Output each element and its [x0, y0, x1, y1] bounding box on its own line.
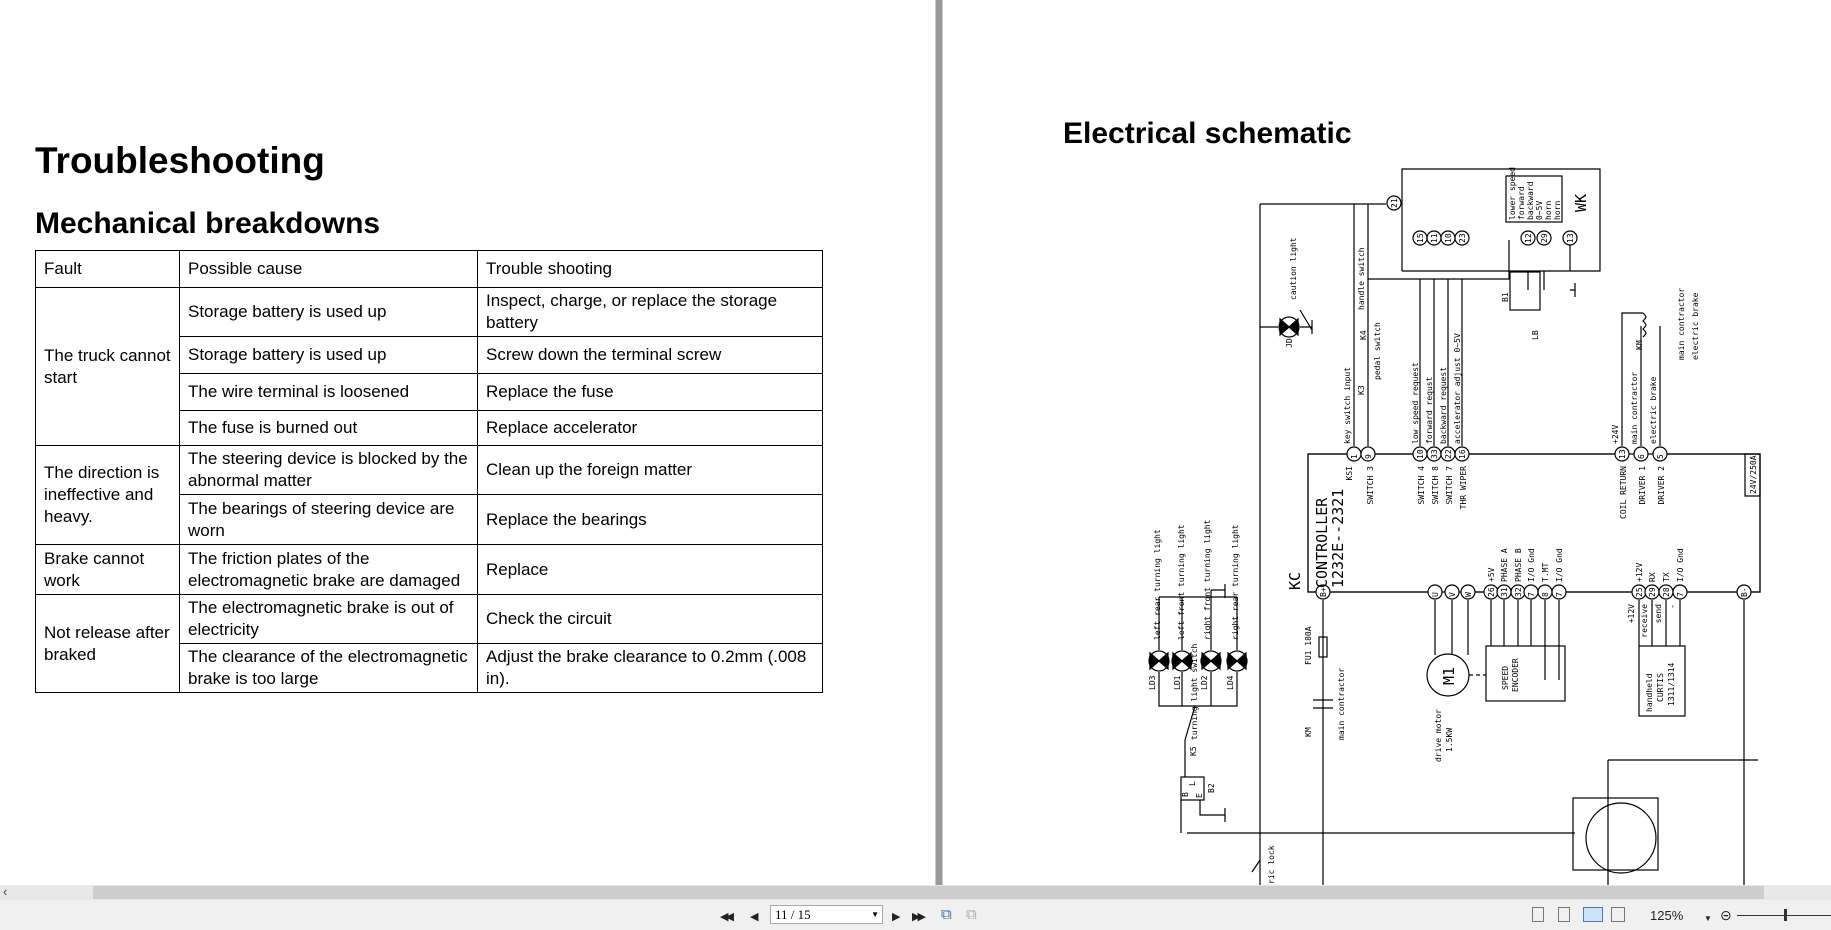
troubleshooting-table: Fault Possible cause Trouble shooting Th… — [35, 250, 823, 693]
viewer-toolbar: ◀◀ ◀ 11 / 15 ▼ ▶ ▶▶ ⧉ ⧉ 125% ▼ ⊝ — [0, 900, 1831, 930]
table-row: The fuse is burned out Replace accelerat… — [36, 410, 823, 446]
fix-cell: Check the circuit — [477, 594, 823, 644]
header-cause: Possible cause — [179, 250, 478, 288]
fix-cell: Screw down the terminal screw — [477, 336, 823, 374]
fix-cell: Replace accelerator — [477, 410, 823, 446]
table-row: Brake cannot work The friction plates of… — [35, 544, 823, 595]
left-page: Troubleshooting Mechanical breakdowns Fa… — [0, 0, 935, 885]
table-row: Not release after braked The electromagn… — [35, 594, 823, 693]
fix-cell: Adjust the brake clearance to 0.2mm (.00… — [477, 643, 823, 693]
single-page-view-icon[interactable] — [1532, 907, 1544, 922]
page-number-input[interactable]: 11 / 15 ▼ — [770, 905, 883, 924]
fault-cell: The truck cannot start — [35, 287, 180, 446]
next-page-button[interactable]: ▶ — [892, 911, 901, 923]
cause-cell: The clearance of the electromagnetic bra… — [179, 643, 478, 693]
schematic-title: Electrical schematic — [1063, 117, 1352, 150]
prev-page-button[interactable]: ◀ — [750, 911, 759, 923]
table-row: The truck cannot start Storage battery i… — [35, 287, 823, 446]
last-page-button[interactable]: ▶▶ — [912, 911, 926, 923]
two-page-view-icon[interactable] — [1583, 907, 1603, 922]
cause-cell: The steering device is blocked by the ab… — [179, 445, 478, 495]
fix-cell: Replace the bearings — [477, 494, 823, 545]
two-page-continuous-view-icon[interactable] — [1611, 907, 1625, 922]
table-row: The clearance of the electromagnetic bra… — [36, 643, 823, 693]
table-header-row: Fault Possible cause Trouble shooting — [35, 250, 823, 288]
fix-cell: Replace — [477, 544, 823, 595]
cause-cell: The bearings of steering device are worn — [179, 494, 478, 545]
cause-cell: The friction plates of the electromagnet… — [179, 544, 478, 595]
zoom-out-icon[interactable]: ⊝ — [1720, 907, 1732, 923]
fault-cell: Not release after braked — [35, 594, 180, 693]
fix-cell: Replace the fuse — [477, 373, 823, 411]
fault-cell: Brake cannot work — [35, 544, 180, 595]
cause-cell: Storage battery is used up — [179, 336, 478, 374]
cause-cell: The electromagnetic brake is out of elec… — [179, 594, 478, 644]
next-view-icon[interactable]: ⧉ — [966, 906, 977, 923]
zoom-level[interactable]: 125% — [1650, 908, 1684, 923]
first-page-button[interactable]: ◀◀ — [720, 911, 734, 923]
table-row: The wire terminal is loosened Replace th… — [36, 373, 823, 411]
header-fix: Trouble shooting — [477, 250, 823, 288]
cause-cell: The wire terminal is loosened — [179, 373, 478, 411]
horizontal-scrollbar[interactable]: ‹ — [0, 884, 1831, 900]
zoom-dropdown-icon[interactable]: ▼ — [1704, 914, 1712, 923]
cause-cell: The fuse is burned out — [179, 410, 478, 446]
section-title: Mechanical breakdowns — [35, 207, 381, 240]
page-divider — [935, 0, 943, 885]
page-title: Troubleshooting — [35, 140, 325, 181]
zoom-slider-thumb[interactable] — [1783, 909, 1787, 921]
fault-cell: The direction is ineffective and heavy. — [35, 445, 180, 545]
fix-cell: Clean up the foreign matter — [477, 445, 823, 495]
chevron-down-icon[interactable]: ▼ — [871, 910, 879, 919]
table-row: The bearings of steering device are worn… — [36, 494, 823, 545]
fix-cell: Inspect, charge, or replace the storage … — [477, 287, 823, 337]
continuous-view-icon[interactable] — [1558, 907, 1570, 922]
scroll-left-arrow-icon[interactable]: ‹ — [3, 884, 8, 899]
previous-view-icon[interactable]: ⧉ — [941, 906, 952, 923]
page-number: 11 / 15 — [775, 907, 811, 922]
table-row: The direction is ineffective and heavy. … — [35, 445, 823, 545]
cause-cell: Storage battery is used up — [179, 287, 478, 337]
scrollbar-thumb[interactable] — [93, 886, 1764, 899]
table-row: Storage battery is used up Screw down th… — [36, 336, 823, 374]
header-fault: Fault — [35, 250, 180, 288]
